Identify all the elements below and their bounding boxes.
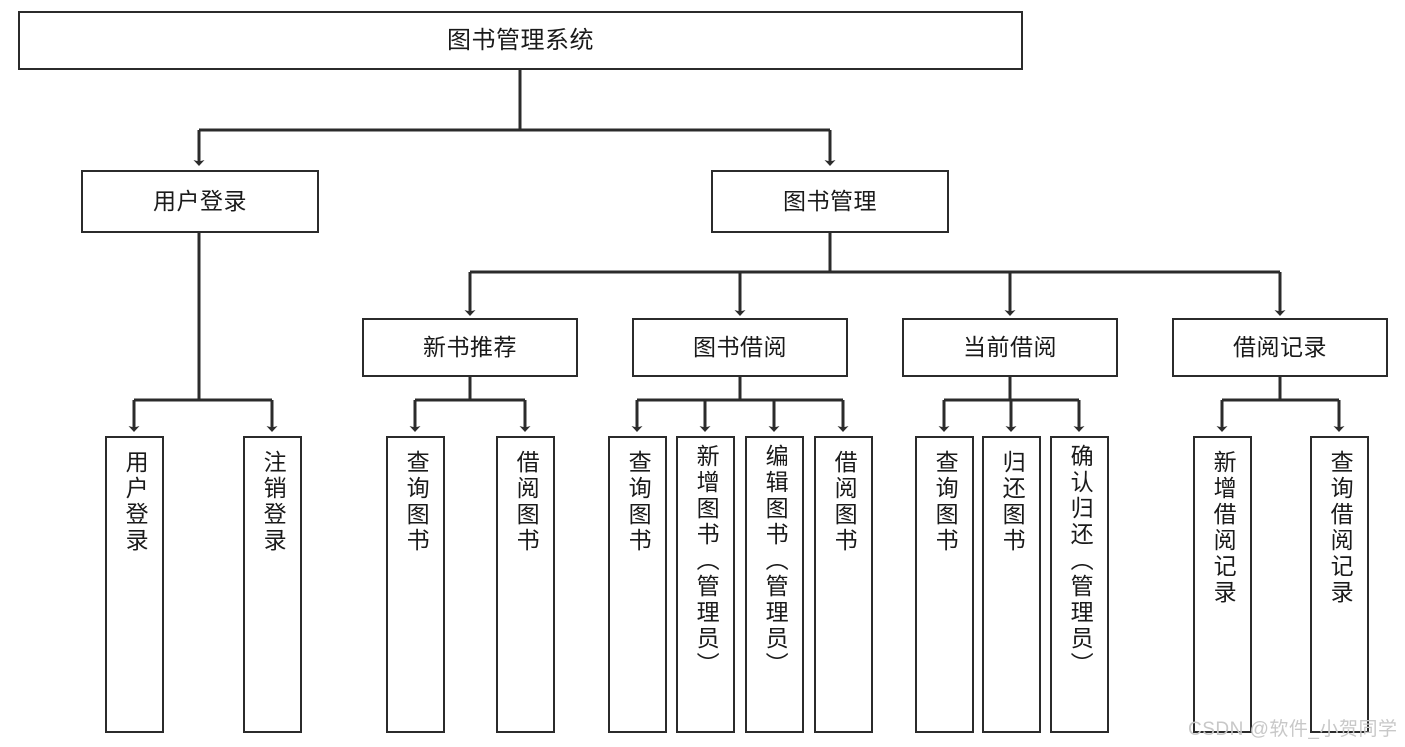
leaf-book-borrow-add-label: 新增图书（管理员）	[693, 444, 720, 678]
node-borrow-record[interactable]: 借阅记录	[1172, 318, 1388, 377]
node-book-borrow[interactable]: 图书借阅	[632, 318, 848, 377]
node-borrow-record-label: 借阅记录	[1233, 334, 1327, 361]
leaf-current-borrow-confirm-label: 确认归还（管理员）	[1067, 444, 1094, 678]
node-book-management-label: 图书管理	[783, 188, 877, 215]
leaf-book-borrow-edit-label: 编辑图书（管理员）	[762, 444, 789, 678]
leaf-current-borrow-confirm[interactable]: 确认归还（管理员）	[1050, 436, 1109, 733]
leaf-book-borrow-add[interactable]: 新增图书（管理员）	[676, 436, 735, 733]
leaf-user-login-login[interactable]: 用户登录	[105, 436, 164, 733]
leaf-book-borrow-query-label: 查询图书	[625, 450, 652, 554]
leaf-book-borrow-query[interactable]: 查询图书	[608, 436, 667, 733]
leaf-borrow-record-query-label: 查询借阅记录	[1327, 450, 1354, 606]
leaf-book-borrow-borrow[interactable]: 借阅图书	[814, 436, 873, 733]
leaf-new-book-query-label: 查询图书	[403, 450, 430, 554]
node-book-management[interactable]: 图书管理	[711, 170, 949, 233]
leaf-current-borrow-return-label: 归还图书	[999, 450, 1026, 554]
leaf-current-borrow-return[interactable]: 归还图书	[982, 436, 1041, 733]
leaf-user-login-logout[interactable]: 注销登录	[243, 436, 302, 733]
leaf-user-login-logout-label: 注销登录	[260, 450, 287, 554]
node-user-login[interactable]: 用户登录	[81, 170, 319, 233]
leaf-user-login-login-label: 用户登录	[122, 450, 149, 554]
node-book-borrow-label: 图书借阅	[693, 334, 787, 361]
leaf-new-book-borrow-label: 借阅图书	[513, 450, 540, 554]
leaf-book-borrow-borrow-label: 借阅图书	[831, 450, 858, 554]
leaf-new-book-query[interactable]: 查询图书	[386, 436, 445, 733]
leaf-current-borrow-query[interactable]: 查询图书	[915, 436, 974, 733]
leaf-new-book-borrow[interactable]: 借阅图书	[496, 436, 555, 733]
leaf-borrow-record-add-label: 新增借阅记录	[1210, 450, 1237, 606]
node-root[interactable]: 图书管理系统	[18, 11, 1023, 70]
leaf-borrow-record-add[interactable]: 新增借阅记录	[1193, 436, 1252, 733]
node-user-login-label: 用户登录	[153, 188, 247, 215]
csdn-watermark: CSDN @软件_小贺同学	[1188, 719, 1398, 740]
leaf-current-borrow-query-label: 查询图书	[932, 450, 959, 554]
leaf-book-borrow-edit[interactable]: 编辑图书（管理员）	[745, 436, 804, 733]
node-current-borrow-label: 当前借阅	[963, 334, 1057, 361]
leaf-borrow-record-query[interactable]: 查询借阅记录	[1310, 436, 1369, 733]
node-current-borrow[interactable]: 当前借阅	[902, 318, 1118, 377]
node-root-label: 图书管理系统	[447, 26, 594, 54]
node-new-book-recommend-label: 新书推荐	[423, 334, 517, 361]
node-new-book-recommend[interactable]: 新书推荐	[362, 318, 578, 377]
